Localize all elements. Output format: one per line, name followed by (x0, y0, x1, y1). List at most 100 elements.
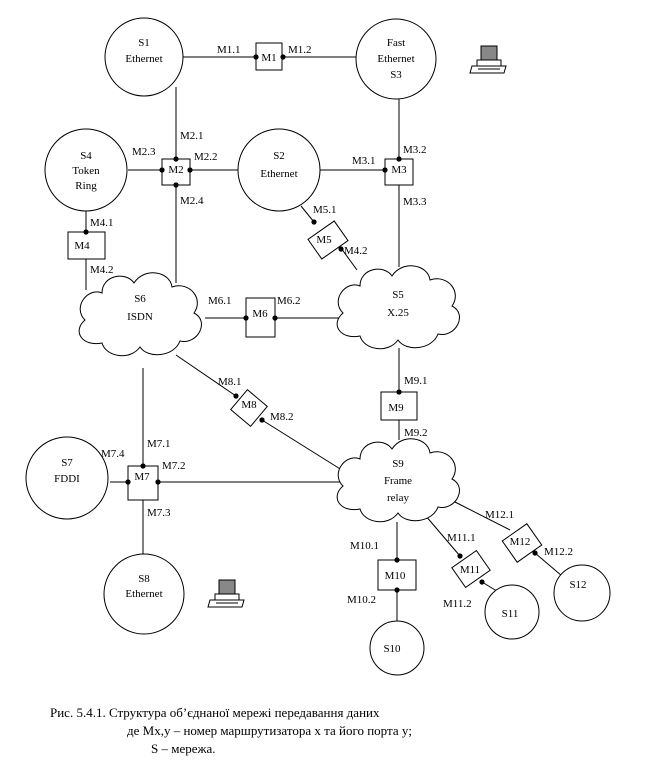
network-s6: S6 ISDN (78, 272, 202, 357)
network-s12: S12 (553, 564, 611, 622)
port-dots (83, 54, 538, 593)
router-m4-label: M4 (74, 240, 90, 252)
network-s11: S11 (484, 584, 540, 640)
network-s12-circle (553, 564, 611, 622)
network-s4-line2: Token (72, 165, 100, 177)
port-dot-m5-2 (338, 246, 344, 252)
network-s1-name: S1 (138, 37, 150, 49)
network-s9: S9 Frame relay (336, 438, 460, 523)
network-s5-type: X.25 (387, 307, 409, 319)
port-dot-m2-4 (173, 182, 179, 188)
network-s9-name: S9 (392, 458, 404, 470)
port-dot-m4-1 (83, 229, 89, 235)
router-m6: M6 (245, 297, 276, 338)
port-label-m7-1: M7.1 (147, 438, 171, 450)
port-label-m11-1: M11.1 (447, 532, 476, 544)
network-s1: S1 Ethernet (104, 17, 184, 97)
link-m8-s9 (261, 419, 346, 473)
network-s1-type: Ethernet (125, 53, 162, 65)
port-dot-m7-4 (125, 479, 131, 485)
router-m8: M8 (229, 388, 269, 428)
network-s1-circle (104, 17, 184, 97)
router-m8-label: M8 (241, 399, 257, 411)
link-m12-s12 (534, 552, 563, 577)
router-m6-box (245, 297, 276, 338)
link-s9-m11 (424, 514, 461, 557)
computer-icon (469, 45, 507, 74)
router-m5: M5 (307, 220, 349, 260)
caption-legend-network: S – мережа. (151, 741, 216, 756)
router-m12: M12 (501, 523, 543, 563)
port-dot-m5-1 (311, 219, 317, 225)
router-m2: M2 (161, 158, 191, 186)
router-m1-label: M1 (261, 52, 276, 64)
caption-legend-router: де Mx,y – номер маршрутизатора x та його… (127, 723, 412, 738)
port-dot-m1-2 (280, 54, 286, 60)
computer-icon (207, 579, 245, 608)
port-label-m2-4: M2.4 (180, 195, 204, 207)
port-label-m1-2: M1.2 (288, 44, 312, 56)
link-s9-m12 (454, 501, 511, 531)
router-m7: M7 (127, 465, 159, 501)
port-label-m9-1: M9.1 (404, 375, 428, 387)
port-labels: M1.1 M1.2 M2.1 M2.3 M2.2 M2.4 M3.1 M3.2 … (90, 44, 573, 610)
network-s8-name: S8 (138, 573, 150, 585)
router-m1: M1 (255, 42, 283, 71)
port-dot-m1-1 (253, 54, 259, 60)
router-m9-box (380, 391, 418, 421)
network-s7-name: S7 (61, 457, 73, 469)
port-label-m11-2: M11.2 (443, 598, 472, 610)
network-s7-type: FDDI (54, 473, 80, 485)
port-label-m2-2: M2.2 (194, 151, 218, 163)
port-dot-m3-1 (382, 167, 388, 173)
port-dot-m10-2 (394, 587, 400, 593)
port-label-m7-3: M7.3 (147, 507, 171, 519)
network-diagram: S1 Ethernet Fast Ethernet S3 S4 Token Ri… (25, 17, 611, 676)
port-dot-m12-2 (532, 550, 538, 556)
network-s10: S10 (369, 620, 425, 676)
network-s2: S2 Ethernet (237, 128, 321, 212)
port-label-m6-2: M6.2 (277, 295, 301, 307)
port-label-m4-2: M4.2 (90, 264, 114, 276)
port-dot-m7-2 (155, 479, 161, 485)
router-m4: M4 (67, 231, 106, 260)
router-m7-label: M7 (134, 471, 150, 483)
port-label-m10-2: M10.2 (347, 594, 376, 606)
network-s7: S7 FDDI (25, 436, 109, 520)
port-label-m12-1: M12.1 (485, 509, 514, 521)
router-m2-label: M2 (168, 164, 183, 176)
router-m10: M10 (377, 559, 417, 591)
router-m5-box (307, 220, 349, 260)
network-s5-name: S5 (392, 289, 404, 301)
router-m12-label: M12 (510, 536, 531, 548)
network-s4: S4 Token Ring (44, 128, 128, 212)
port-label-m2-1: M2.1 (180, 130, 204, 142)
router-m11-box (451, 549, 491, 589)
port-dot-m8-2 (259, 417, 265, 423)
port-dot-m2-3 (159, 167, 165, 173)
port-label-m5-1: M5.1 (313, 204, 337, 216)
network-s9-line2: Frame (384, 475, 412, 487)
port-dot-m9-1 (396, 389, 402, 395)
port-dot-m2-2 (187, 167, 193, 173)
links (85, 56, 563, 622)
router-m5-label: M5 (316, 234, 332, 246)
network-s3: Fast Ethernet S3 (355, 18, 437, 100)
port-label-m7-4: M7.4 (101, 448, 125, 460)
network-s5: S5 X.25 (336, 265, 460, 350)
port-label-m3-2: M3.2 (403, 144, 427, 156)
port-dot-m10-1 (394, 557, 400, 563)
network-s11-name: S11 (502, 608, 519, 620)
port-dot-m11-1 (457, 553, 463, 559)
network-s8-type: Ethernet (125, 588, 162, 600)
network-s6-name: S6 (134, 293, 146, 305)
router-m3: M3 (384, 158, 414, 186)
network-s8-circle (103, 553, 185, 635)
router-m11-label: M11 (460, 564, 480, 576)
network-s2-circle (237, 128, 321, 212)
port-dot-m11-2 (479, 579, 485, 585)
figure-caption: Рис. 5.4.1. Структура об’єднаної мережі … (50, 704, 412, 758)
port-dot-m6-2 (272, 315, 278, 321)
network-s3-line2: Ethernet (377, 53, 414, 65)
network-s6-type: ISDN (127, 311, 153, 323)
